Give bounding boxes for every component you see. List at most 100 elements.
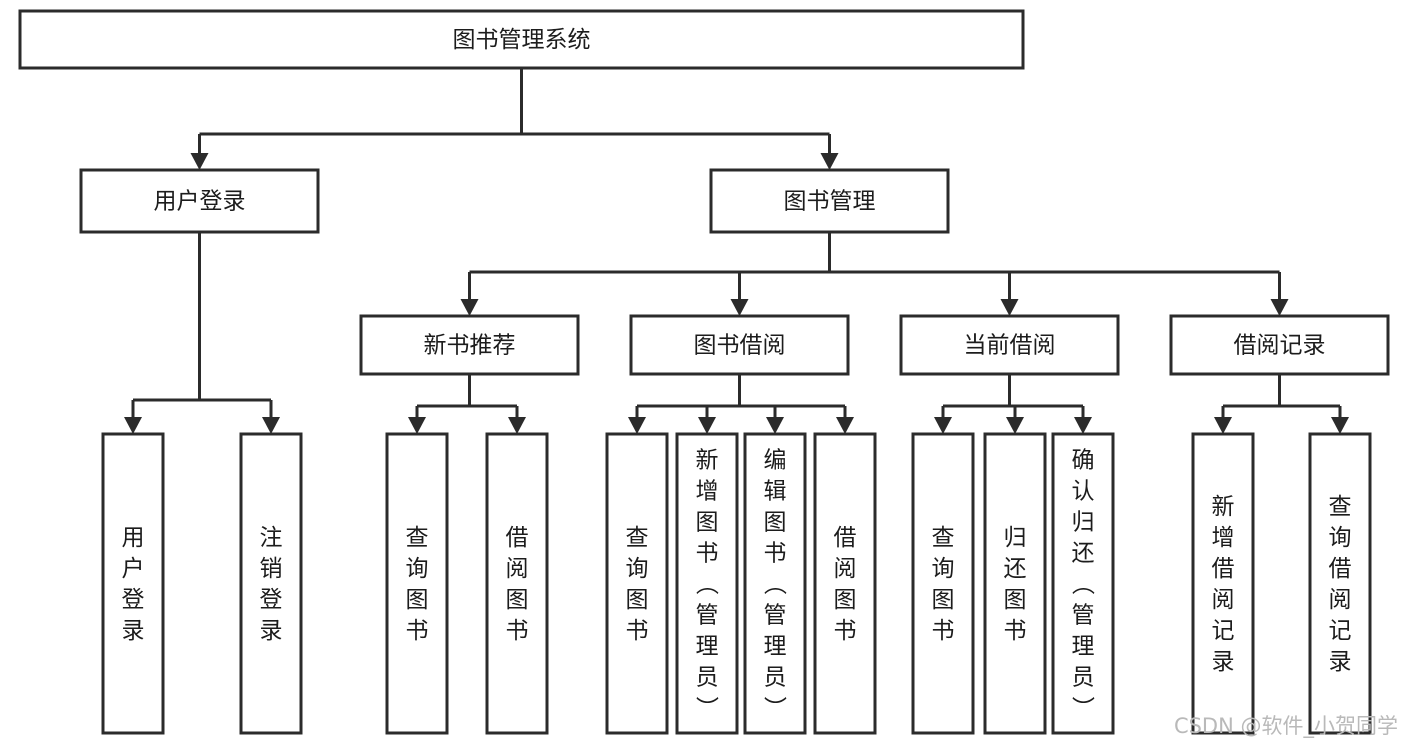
node-label-char: 书 xyxy=(834,618,857,644)
node-label-char: 员 xyxy=(696,665,719,691)
node-label-char: 增 xyxy=(1212,525,1235,551)
node-label-char: （ xyxy=(693,572,719,595)
node-box-leaf-query-book-borrow xyxy=(605,432,669,735)
node-current-borrow[interactable]: 当前借阅 xyxy=(899,314,1120,376)
arrow-head-current-borrow xyxy=(1000,299,1019,316)
node-label-char: 录 xyxy=(260,618,283,644)
arrow-head-leaf-query-borrow-record xyxy=(1331,417,1349,434)
arrow-head-leaf-add-book-admin xyxy=(698,417,716,434)
node-layer: 图书管理系统用户登录图书管理新书推荐图书借阅当前借阅借阅记录用户登录注销登录查询… xyxy=(18,9,1390,735)
node-label-char: 询 xyxy=(932,556,955,582)
node-label-char: 录 xyxy=(1212,649,1235,675)
node-box-leaf-borrow-book-recommend xyxy=(485,432,549,735)
node-label-char: 管 xyxy=(1072,603,1095,629)
node-label-char: 理 xyxy=(696,634,719,660)
node-label-char: 归 xyxy=(1004,525,1027,551)
arrow-head-user-login xyxy=(190,153,209,170)
node-label-char: 借 xyxy=(1329,556,1352,582)
node-label-char: 图 xyxy=(932,587,955,613)
node-label-char: 登 xyxy=(122,587,145,613)
node-label-char: 新 xyxy=(696,448,719,474)
node-book-borrow[interactable]: 图书借阅 xyxy=(629,314,850,376)
node-label-char: 确 xyxy=(1072,448,1095,474)
node-label-char: （ xyxy=(761,572,787,595)
arrow-head-leaf-confirm-return-admin xyxy=(1074,417,1092,434)
node-label-user-login: 用户登录 xyxy=(154,189,246,215)
node-new-book-recommend[interactable]: 新书推荐 xyxy=(359,314,580,376)
node-label-char: 询 xyxy=(626,556,649,582)
node-label-char: 阅 xyxy=(1212,587,1235,613)
node-box-borrow-record xyxy=(1169,314,1390,376)
node-label-char: 销 xyxy=(260,556,283,582)
node-box-leaf-add-book-admin xyxy=(675,432,739,735)
arrow-head-borrow-record xyxy=(1270,299,1289,316)
node-label-char: ） xyxy=(761,696,787,719)
node-label-char: 借 xyxy=(1212,556,1235,582)
node-box-leaf-query-book-current xyxy=(911,432,975,735)
node-label-char: 登 xyxy=(260,587,283,613)
node-leaf-user-login[interactable]: 用户登录 xyxy=(101,432,165,735)
arrow-head-leaf-return-book xyxy=(1006,417,1024,434)
node-label-book-borrow: 图书借阅 xyxy=(694,333,786,359)
node-label-char: 询 xyxy=(406,556,429,582)
node-label-char: 管 xyxy=(764,603,787,629)
node-label-new-book-recommend: 新书推荐 xyxy=(424,333,516,359)
node-label-char: 认 xyxy=(1072,479,1095,505)
node-label-char: 还 xyxy=(1072,541,1095,567)
node-label-char: 书 xyxy=(696,541,719,567)
node-user-login[interactable]: 用户登录 xyxy=(79,168,320,234)
node-label-char: 还 xyxy=(1004,556,1027,582)
node-label-char: 辑 xyxy=(764,479,787,505)
node-label-char: 注 xyxy=(260,525,283,551)
node-label-char: 理 xyxy=(764,634,787,660)
node-box-user-login xyxy=(79,168,320,234)
node-label-char: 记 xyxy=(1212,618,1235,644)
node-label-char: ） xyxy=(1069,696,1095,719)
arrow-head-new-book-recommend xyxy=(460,299,479,316)
node-label-char: 编 xyxy=(764,448,787,474)
node-label-char: ） xyxy=(693,696,719,719)
node-label-root: 图书管理系统 xyxy=(453,27,591,53)
node-label-char: 书 xyxy=(406,618,429,644)
node-box-leaf-borrow-book xyxy=(813,432,877,735)
node-label-char: 图 xyxy=(506,587,529,613)
node-label-book-management: 图书管理 xyxy=(784,189,876,215)
node-label-char: 增 xyxy=(696,479,719,505)
node-label-char: 图 xyxy=(764,510,787,536)
node-label-current-borrow: 当前借阅 xyxy=(964,333,1056,359)
node-box-book-management xyxy=(709,168,950,234)
connector-layer xyxy=(124,68,1349,434)
node-box-leaf-query-book-recommend xyxy=(385,432,449,735)
node-borrow-record[interactable]: 借阅记录 xyxy=(1169,314,1390,376)
node-label-char: 书 xyxy=(1004,618,1027,644)
node-label-char: 新 xyxy=(1212,494,1235,520)
arrow-head-book-management xyxy=(820,153,839,170)
node-box-new-book-recommend xyxy=(359,314,580,376)
node-label-char: 阅 xyxy=(1329,587,1352,613)
node-label-char: 借 xyxy=(506,525,529,551)
arrow-head-book-borrow xyxy=(730,299,749,316)
node-label-char: 阅 xyxy=(834,556,857,582)
node-label-char: 录 xyxy=(122,618,145,644)
node-box-book-borrow xyxy=(629,314,850,376)
node-label-char: 查 xyxy=(932,525,955,551)
node-box-leaf-return-book xyxy=(983,432,1047,735)
node-box-root xyxy=(18,9,1025,70)
node-root[interactable]: 图书管理系统 xyxy=(18,9,1025,70)
node-label-char: （ xyxy=(1069,572,1095,595)
node-book-management[interactable]: 图书管理 xyxy=(709,168,950,234)
